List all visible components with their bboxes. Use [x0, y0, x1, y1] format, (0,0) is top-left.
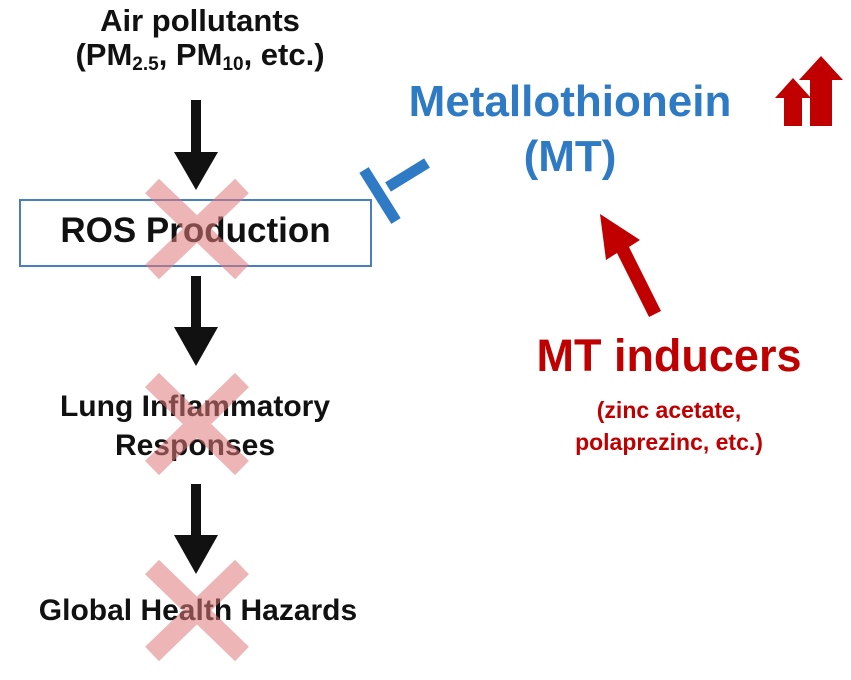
mt-inducers-examples: (zinc acetate, polaprezinc, etc.) [504, 394, 834, 458]
pm-mid-text: , PM [158, 37, 223, 73]
metallothionein-label: Metallothionein (MT) [370, 74, 770, 184]
pm-open-text: (PM [75, 37, 133, 73]
air-pollutants-line2: (PM2.5, PM10, etc.) [30, 37, 370, 76]
cross-ros-icon [145, 178, 249, 280]
inducers-sub-line1: (zinc acetate, [596, 397, 742, 423]
cross-global-icon [145, 559, 249, 662]
inducers-sub-line2: polaprezinc, etc.) [575, 429, 763, 456]
pm-close-text: , etc.) [243, 37, 325, 73]
inhibition-symbol [359, 158, 430, 224]
pm10-subscript: 10 [222, 54, 244, 76]
arrow-ros-to-lung [174, 276, 218, 366]
arrow-inducers-to-mt [600, 214, 661, 317]
arrow-pollutants-to-ros [174, 100, 218, 190]
air-pollutants-label: Air pollutants (PM2.5, PM10, etc.) [30, 3, 370, 76]
pm25-subscript: 2.5 [132, 54, 159, 76]
arrow-lung-to-global [174, 484, 218, 574]
mt-line2: (MT) [523, 132, 617, 181]
air-pollutants-line1: Air pollutants [100, 3, 300, 38]
mt-inducers-title: MT inducers [536, 330, 802, 381]
lung-inflammatory-label: Lung Inflammatory Responses [20, 387, 370, 465]
mt-line1: Metallothionein [408, 77, 732, 126]
double-up-arrow-icon [775, 56, 843, 126]
ros-production-box [19, 199, 372, 267]
cross-lung-icon [145, 372, 249, 476]
